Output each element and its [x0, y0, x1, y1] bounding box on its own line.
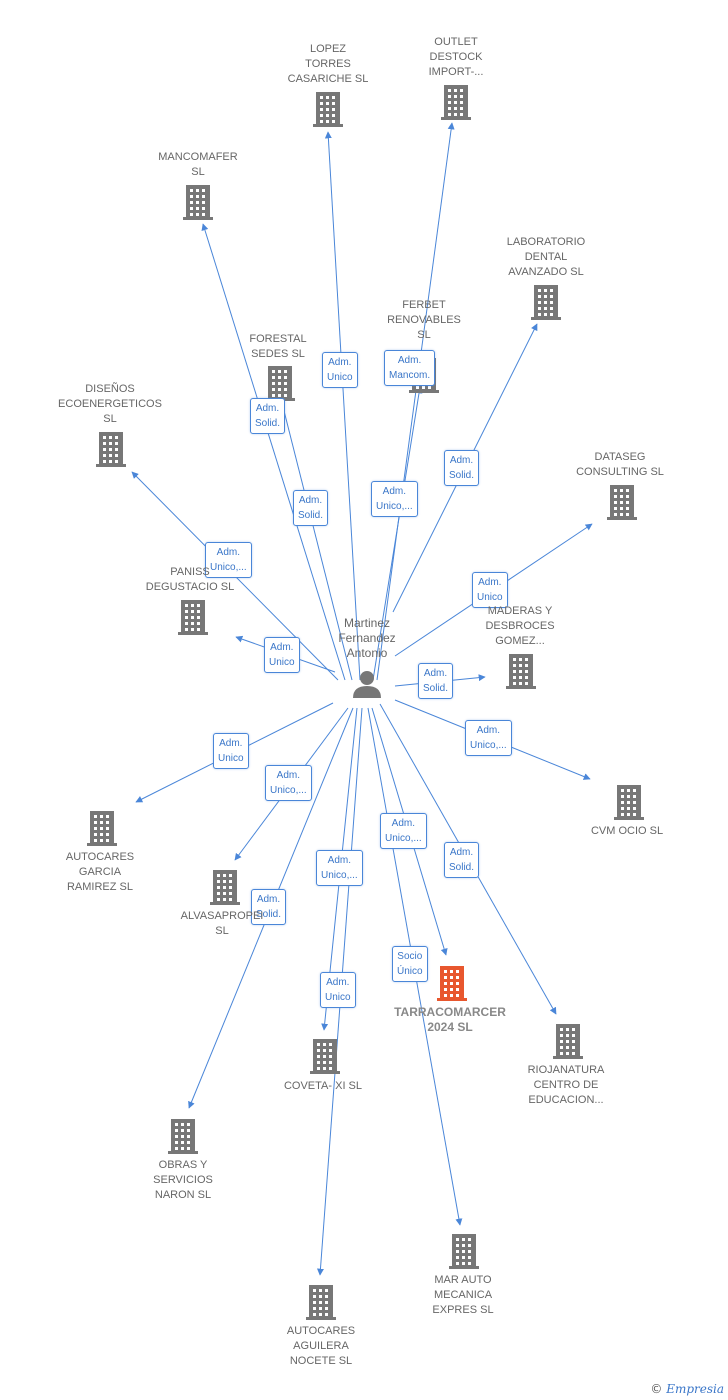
company-name-lopez[interactable]: LOPEZ TORRES CASARICHE SL	[287, 43, 369, 85]
company-name-riojanatura[interactable]: RIOJANATURA CENTRO DE EDUCACION...	[527, 1064, 605, 1106]
company-name-alvasa[interactable]: ALVASAPROPEI SL	[180, 910, 264, 937]
building-icon-forestal[interactable]	[265, 366, 295, 401]
edge-label-paniss[interactable]: Adm. Unico	[264, 637, 300, 673]
person-name[interactable]: Martinez Fernandez Antonio	[338, 616, 396, 660]
edge-label-ferbet[interactable]: Adm. Unico,...	[371, 481, 418, 517]
person-icon[interactable]	[353, 671, 381, 698]
company-name-forestal[interactable]: FORESTAL SEDES SL	[249, 333, 307, 360]
edge-label-maderas[interactable]: Adm. Solid.	[418, 663, 454, 699]
building-icon-coveta[interactable]	[310, 1039, 340, 1074]
copyright-icon: ©	[650, 1382, 663, 1396]
edge-label-obras[interactable]: Adm. Solid.	[251, 889, 287, 925]
building-icon-paniss[interactable]	[178, 600, 208, 635]
company-name-marauto[interactable]: MAR AUTO MECANICA EXPRES SL	[432, 1274, 494, 1316]
company-name-outlet[interactable]: OUTLET DESTOCK IMPORT-...	[428, 36, 484, 78]
company-name-coveta[interactable]: COVETA- XI SL	[283, 1080, 363, 1092]
edge-label-mancomafer[interactable]: Adm. Solid.	[250, 398, 286, 434]
company-name-dataseg[interactable]: DATASEG CONSULTING SL	[576, 451, 664, 478]
building-icon-tarraco[interactable]	[437, 966, 467, 1001]
building-icon-cvm[interactable]	[614, 785, 644, 820]
company-name-paniss[interactable]: PANISS DEGUSTACIO SL	[145, 566, 235, 593]
edge-label-cvm[interactable]: Adm. Unico,...	[465, 720, 512, 756]
edge-line-ferbet	[372, 386, 423, 681]
edge-line-mancomafer	[201, 223, 346, 681]
edge-line-outlet	[376, 122, 455, 681]
building-icon-outlet[interactable]	[441, 85, 471, 120]
building-icon-maderas[interactable]	[506, 654, 536, 689]
company-name-tarraco[interactable]: TARRACOMARCER 2024 SL	[394, 1005, 506, 1034]
edge-label-coveta2[interactable]: Adm. Unico	[320, 972, 356, 1008]
building-icon-autogarcia[interactable]	[87, 811, 117, 846]
building-icon-alvasa[interactable]	[210, 870, 240, 905]
edge-label-disenos[interactable]: Adm. Unico,...	[205, 542, 252, 578]
building-icon-laboratorio[interactable]	[531, 285, 561, 320]
company-name-mancomafer[interactable]: MANCOMAFER SL	[158, 151, 238, 178]
company-name-cvm[interactable]: CVM OCIO SL	[590, 825, 664, 837]
edge-label-coveta[interactable]: Adm. Unico,...	[316, 850, 363, 886]
edge-label-tarraco2[interactable]: Socio Único	[392, 946, 428, 982]
footer-brand: © Empresia	[650, 1382, 724, 1396]
building-icon-lopez[interactable]	[313, 92, 343, 127]
edge-label-forestal[interactable]: Adm. Solid.	[293, 490, 329, 526]
company-name-disenos[interactable]: DISEÑOS ECOENERGETICOS SL	[58, 383, 162, 425]
company-name-maderas[interactable]: MADERAS Y DESBROCES GOMEZ...	[485, 605, 555, 647]
company-name-ferbet[interactable]: FERBET RENOVABLES SL	[387, 299, 461, 341]
building-icon-dataseg[interactable]	[607, 485, 637, 520]
building-icon-marauto[interactable]	[449, 1234, 479, 1269]
building-icon-obras[interactable]	[168, 1119, 198, 1154]
edge-label-outlet[interactable]: Adm. Mancom.	[384, 350, 436, 386]
edge-line-forestal	[278, 394, 353, 681]
edge-label-dataseg[interactable]: Adm. Unico	[472, 572, 508, 608]
company-name-autogarcia[interactable]: AUTOCARES GARCIA RAMIREZ SL	[65, 851, 135, 893]
building-icon-riojanatura[interactable]	[553, 1024, 583, 1059]
company-name-laboratorio[interactable]: LABORATORIO DENTAL AVANZADO SL	[506, 236, 586, 278]
edge-label-laboratorio[interactable]: Adm. Solid.	[444, 450, 480, 486]
edge-label-lopez[interactable]: Adm. Unico	[322, 352, 358, 388]
edge-label-riojanatura[interactable]: Adm. Solid.	[444, 842, 480, 878]
building-icon-disenos[interactable]	[96, 432, 126, 467]
edge-label-tarraco[interactable]: Adm. Unico,...	[380, 813, 427, 849]
company-name-obras[interactable]: OBRAS Y SERVICIOS NARON SL	[153, 1159, 213, 1201]
building-icon-autoaguilera[interactable]	[306, 1285, 336, 1320]
company-name-autoaguilera[interactable]: AUTOCARES AGUILERA NOCETE SL	[286, 1325, 356, 1367]
building-icon-mancomafer[interactable]	[183, 185, 213, 220]
brand-logo[interactable]: Empresia	[666, 1382, 724, 1396]
edge-label-autogarcia[interactable]: Adm. Unico	[213, 733, 249, 769]
edge-line-lopez	[324, 131, 361, 681]
edge-label-alvasa[interactable]: Adm. Unico,...	[265, 765, 312, 801]
